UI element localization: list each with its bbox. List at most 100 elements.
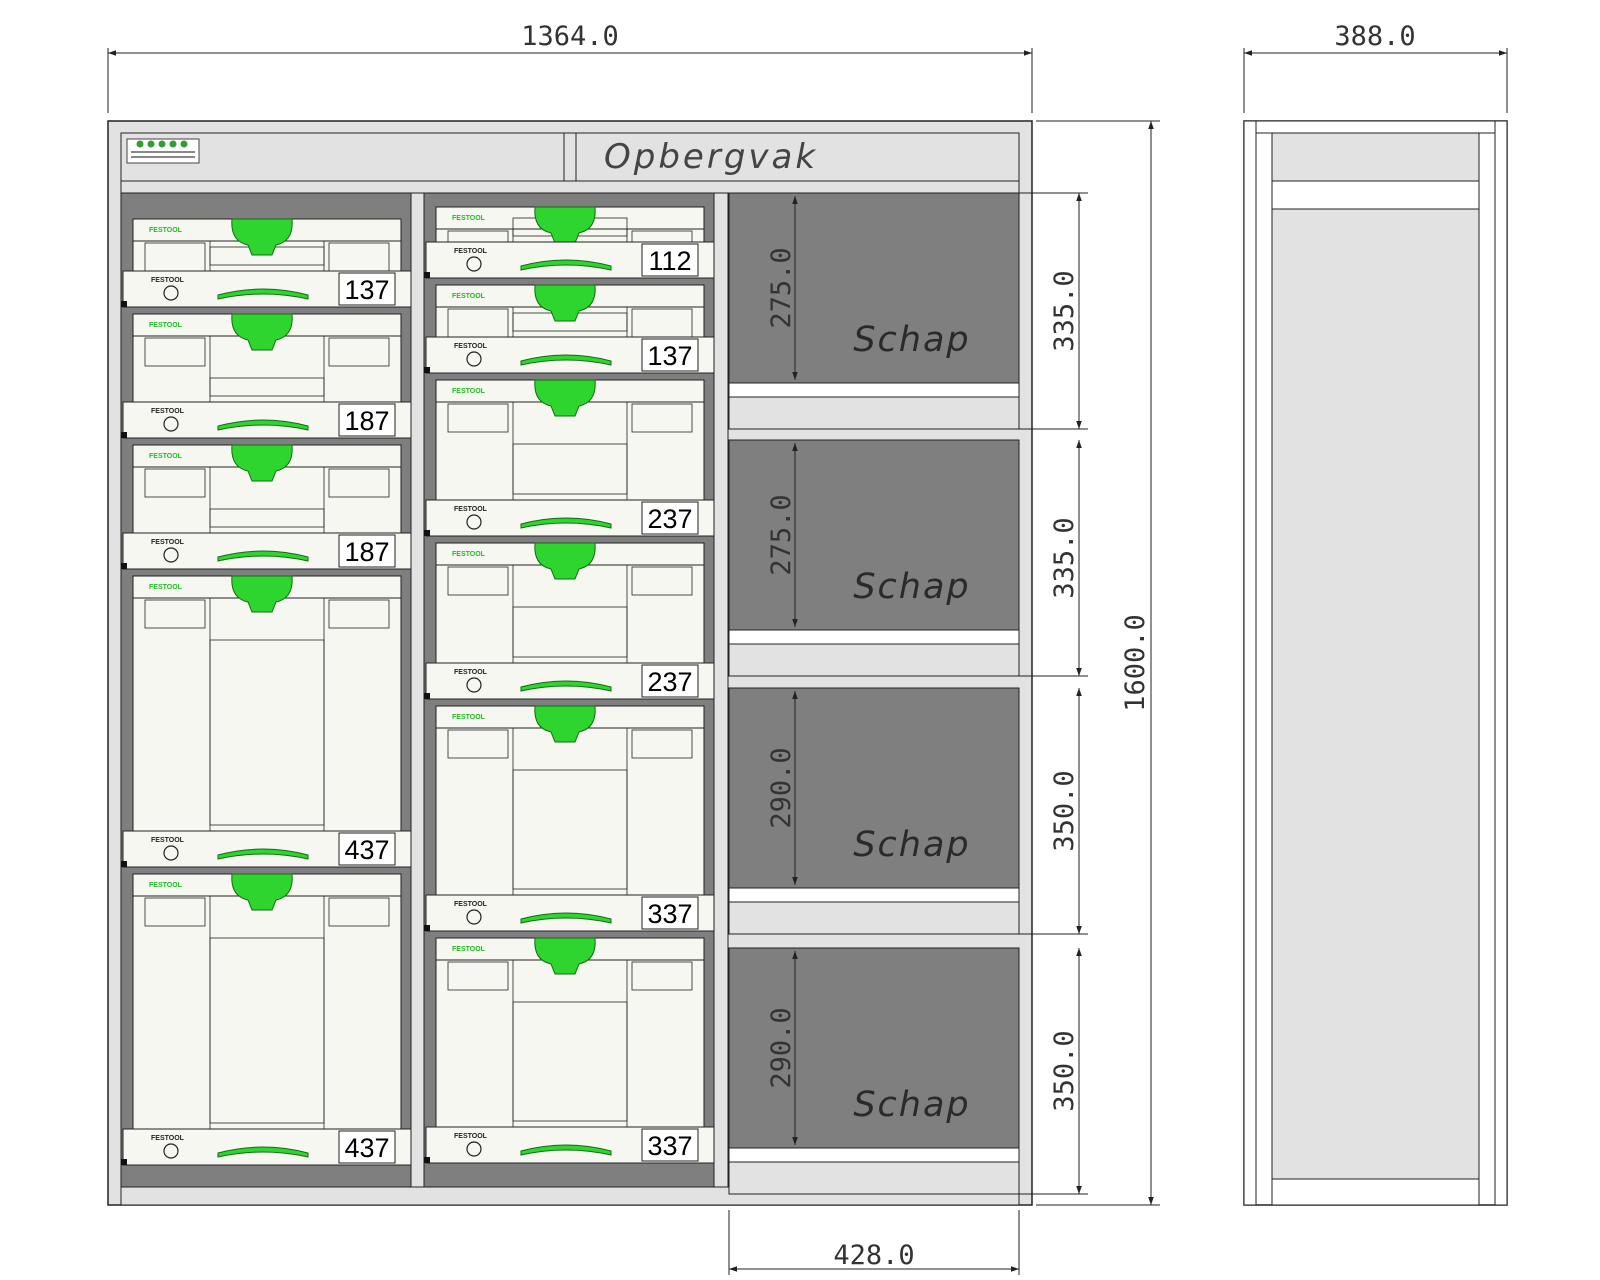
front-handle-icon <box>520 1144 612 1156</box>
shelf-width-label: 428.0 <box>833 1240 914 1271</box>
systainer-size-label: 137 <box>647 341 692 371</box>
shelf-label: Schap <box>853 567 970 607</box>
systainer-size-label: 237 <box>647 667 692 697</box>
brand-label: FESTOOL <box>151 408 185 415</box>
handle-icon <box>231 313 293 351</box>
inner-height-label: 275.0 <box>766 494 797 575</box>
right-divider <box>713 192 729 1188</box>
handle-icon <box>534 284 596 322</box>
handle-icon <box>534 379 596 417</box>
pitch-label: 335.0 <box>1049 517 1080 598</box>
front-handle-icon <box>520 517 612 529</box>
shelf-board <box>728 1161 1020 1195</box>
brand-label: FESTOOL <box>151 1135 185 1142</box>
side-view <box>1243 120 1508 1206</box>
header-divider <box>563 132 577 182</box>
systainer-size-label: 137 <box>344 275 389 305</box>
systainer: FESTOOL FESTOOL 187 <box>121 313 412 439</box>
brand-label: FESTOOL <box>149 322 183 329</box>
width-label: 1364.0 <box>521 21 619 52</box>
handle-icon <box>534 937 596 975</box>
shelf-compartment: Schap 275.0 335.0 <box>728 439 1088 677</box>
systainer-size-label: 437 <box>344 835 389 865</box>
height-dimension: 1600.0 <box>1036 120 1160 1206</box>
company-logo <box>126 138 200 164</box>
brand-label: FESTOOL <box>454 343 488 350</box>
systainer-size-label: 112 <box>648 246 691 276</box>
width-dimension: 1364.0 <box>107 21 1033 113</box>
shelf-compartment: Schap 290.0 350.0 <box>728 687 1088 935</box>
front-handle-icon <box>217 550 309 562</box>
front-handle-icon <box>217 1146 309 1158</box>
systainer-size-label: 337 <box>647 899 692 929</box>
lock-icon <box>466 909 482 925</box>
brand-label: FESTOOL <box>149 882 183 889</box>
systainer: FESTOOL FESTOOL 137 <box>121 218 412 308</box>
lock-icon <box>466 1141 482 1157</box>
brand-label: FESTOOL <box>452 714 486 721</box>
handle-icon <box>534 705 596 743</box>
lock-icon <box>163 416 179 432</box>
handle-icon <box>231 873 293 911</box>
systainer: FESTOOL FESTOOL 437 <box>121 873 412 1166</box>
brand-label: FESTOOL <box>151 539 185 546</box>
front-handle-icon <box>217 419 309 431</box>
side-panel <box>1271 208 1480 1180</box>
lock-icon <box>163 845 179 861</box>
brand-label: FESTOOL <box>151 277 185 284</box>
brand-label: FESTOOL <box>454 901 488 908</box>
front-handle-icon <box>520 680 612 692</box>
pitch-label: 335.0 <box>1049 270 1080 351</box>
header-right-panel <box>575 132 1020 182</box>
shelf-label: Schap <box>853 320 970 360</box>
systainer: FESTOOL FESTOOL 137 <box>424 284 715 374</box>
shelf-compartment: Schap 290.0 350.0 <box>728 947 1088 1195</box>
handle-icon <box>231 444 293 482</box>
lock-icon <box>163 285 179 301</box>
systainer-size-label: 337 <box>647 1131 692 1161</box>
handle-icon <box>534 542 596 580</box>
shelf-board <box>728 643 1020 677</box>
systainer: FESTOOL FESTOOL 337 <box>424 937 715 1164</box>
pitch-label: 350.0 <box>1049 770 1080 851</box>
systainer-size-label: 437 <box>344 1133 389 1163</box>
brand-label: FESTOOL <box>452 293 486 300</box>
brand-label: FESTOOL <box>452 551 486 558</box>
handle-icon <box>231 575 293 613</box>
brand-label: FESTOOL <box>452 946 486 953</box>
systainer-size-label: 187 <box>344 406 389 436</box>
depth-label: 388.0 <box>1334 21 1415 52</box>
brand-label: FESTOOL <box>452 388 486 395</box>
inner-height-label: 290.0 <box>766 747 797 828</box>
inner-height-label: 290.0 <box>766 1007 797 1088</box>
brand-label: FESTOOL <box>454 669 488 676</box>
shelf-board <box>728 901 1020 935</box>
handle-icon <box>231 218 293 256</box>
systainer-size-label: 237 <box>647 504 692 534</box>
header-label: Opbergvak <box>604 137 818 177</box>
front-handle-icon <box>520 354 612 366</box>
brand-label: FESTOOL <box>149 227 183 234</box>
side-header <box>1271 132 1480 182</box>
brand-label: FESTOOL <box>454 248 488 255</box>
lock-icon <box>466 514 482 530</box>
pitch-label: 350.0 <box>1049 1030 1080 1111</box>
brand-label: FESTOOL <box>151 837 185 844</box>
brand-label: FESTOOL <box>454 1133 488 1140</box>
front-handle-icon <box>217 288 309 300</box>
lock-icon <box>163 1143 179 1159</box>
shelf-label: Schap <box>853 825 970 865</box>
front-handle-icon <box>520 912 612 924</box>
systainer: FESTOOL FESTOOL 337 <box>424 705 715 932</box>
brand-label: FESTOOL <box>149 453 183 460</box>
height-label: 1600.0 <box>1120 614 1151 712</box>
left-divider <box>410 192 425 1188</box>
shelf-label: Schap <box>853 1085 970 1125</box>
brand-label: FESTOOL <box>149 584 183 591</box>
